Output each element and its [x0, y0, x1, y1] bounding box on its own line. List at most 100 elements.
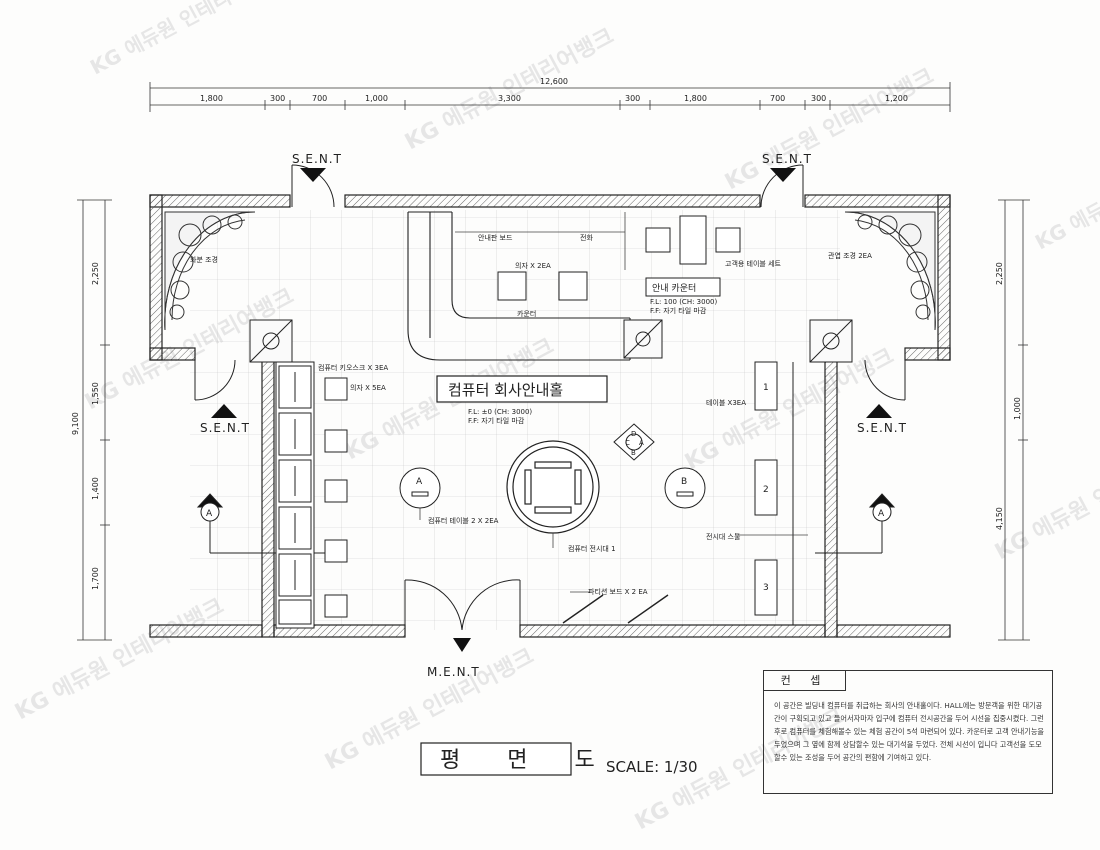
column-right	[809, 319, 853, 363]
central-display	[506, 440, 600, 534]
left-dimensions	[77, 199, 112, 641]
dim-right-1: 2,250	[995, 262, 1004, 285]
door-main[interactable]	[404, 579, 521, 631]
dim-top-7: 1,800	[684, 94, 707, 103]
dim-top-9: 300	[811, 94, 826, 103]
label-table-a: 컴퓨터 테이블 2 X 2EA	[428, 516, 499, 525]
label-phone: 전화	[580, 233, 593, 242]
entrance-label: S.E.N.T	[857, 421, 907, 435]
label-partition: 파티션 보드 X 2 EA	[588, 587, 648, 596]
wall-bottom-right-outer	[836, 624, 951, 638]
dim-left-3: 1,550	[91, 382, 100, 405]
dim-top-2: 300	[270, 94, 285, 103]
round-table-a	[399, 467, 441, 509]
wall-left-inner	[261, 344, 275, 638]
door-east[interactable]	[864, 359, 906, 401]
counter-title-box	[645, 277, 721, 297]
compass-a: A	[639, 439, 644, 447]
entrance-nw: S.E.N.T	[292, 152, 342, 182]
compass-d: D	[631, 430, 636, 438]
dim-right-3: 1,000	[1013, 397, 1022, 420]
compass-b: B	[631, 449, 636, 457]
kiosk-chairs	[324, 377, 348, 618]
kiosk-bank	[275, 361, 315, 629]
entrance-main: M.E.N.T	[427, 638, 480, 679]
partition-boards	[562, 594, 669, 624]
dim-right-2: 4,150	[995, 507, 1004, 530]
dim-overall: 12,600	[540, 77, 568, 86]
label-chairs: 의자 X 5EA	[350, 383, 386, 392]
dim-top-1: 1,800	[200, 94, 223, 103]
right-dimensions	[998, 199, 1030, 641]
section-marker-a-left: A	[206, 509, 213, 519]
section-marker-left	[196, 493, 345, 554]
door-north-west[interactable]	[291, 164, 335, 208]
column-left	[249, 319, 293, 363]
entrance-label: S.E.N.T	[292, 152, 342, 166]
round-table-b	[664, 467, 706, 509]
dim-top-6: 300	[625, 94, 640, 103]
stand-number-1: 1	[763, 383, 769, 393]
title-box	[420, 742, 572, 776]
dim-top-10: 1,200	[885, 94, 908, 103]
label-central-display: 컴퓨터 전시대 1	[568, 544, 616, 553]
watermark: KG 에듀원 인테리어뱅크	[1031, 134, 1100, 254]
entrance-w: S.E.N.T	[200, 404, 250, 435]
door-west[interactable]	[194, 359, 236, 401]
dim-top-4: 1,000	[365, 94, 388, 103]
dim-left-4: 1,400	[91, 477, 100, 500]
label-plants-right: 관엽 조경 2EA	[828, 251, 872, 260]
entrance-e: S.E.N.T	[857, 404, 907, 435]
wall-top-middle	[344, 194, 761, 208]
hall-finish-1: F.L: ±0 (CH: 3000)	[468, 408, 532, 416]
planter-left	[164, 211, 256, 331]
label-display-stand: 테이블 X3EA	[706, 398, 746, 407]
dim-top-3: 700	[312, 94, 327, 103]
concept-body: 이 공간은 빌딩내 컴퓨터를 취급하는 회사의 안내홀이다. HALL에는 방문…	[774, 701, 1045, 762]
counter-chairs	[497, 271, 588, 301]
label-customer-table-set: 고객용 테이블 세트	[725, 259, 782, 268]
table-marker-b: B	[681, 477, 687, 487]
walls	[149, 194, 951, 638]
dim-left-1: 2,250	[91, 262, 100, 285]
wall-right-inner	[824, 344, 838, 638]
label-pedestal: 전시대 스툴	[706, 532, 741, 541]
drawing-scale: SCALE: 1/30	[606, 758, 698, 776]
section-marker-right	[815, 493, 896, 554]
concept-note: 컨 셉 이 공간은 빌딩내 컴퓨터를 취급하는 회사의 안내홀이다. HALL에…	[763, 670, 1053, 794]
compass-c: C	[625, 439, 630, 447]
door-north-east[interactable]	[760, 164, 804, 208]
entrance-label: S.E.N.T	[200, 421, 250, 435]
wall-bottom-right	[519, 624, 826, 638]
watermark: KG 에듀원 인테리어뱅크	[991, 434, 1100, 565]
hall-finish-2: F.F: 자기 타일 마감	[468, 416, 525, 425]
watermark: KG 에듀원 인테리어뱅크	[401, 24, 618, 155]
hall-title-box	[436, 375, 608, 403]
label-counter: 카운터	[517, 309, 536, 318]
wall-left-nib	[149, 347, 196, 361]
dim-top-5: 3,300	[498, 94, 521, 103]
stand-number-2: 2	[763, 485, 769, 495]
watermark: KG 에듀원 인테리어뱅크	[86, 0, 284, 79]
wall-left-upper	[149, 194, 163, 361]
label-plants-left: 화분 조경	[190, 255, 218, 264]
wall-top-left	[149, 194, 291, 208]
counter-finish-1: F.L: 100 (CH: 3000)	[650, 298, 717, 306]
drawing-title: 평 면 도	[440, 748, 615, 773]
entrance-ne: S.E.N.T	[762, 152, 811, 182]
customer-table-set	[645, 215, 741, 265]
counter-finish-2: F.F: 자기 타일 마감	[650, 306, 707, 315]
entrance-label: M.E.N.T	[427, 665, 480, 679]
compass-marker	[613, 423, 655, 461]
hall-title: 컴퓨터 회사안내홀	[448, 381, 563, 399]
wall-bottom-left-outer	[149, 624, 263, 638]
top-dimensions	[149, 82, 951, 112]
info-counter-title: 안내 카운터	[652, 283, 696, 294]
planter-right	[844, 211, 936, 331]
stand-number-3: 3	[763, 583, 769, 593]
counter-end-column	[623, 319, 663, 359]
label-info-board: 안내판 보드	[478, 233, 513, 242]
dim-top-8: 700	[770, 94, 785, 103]
